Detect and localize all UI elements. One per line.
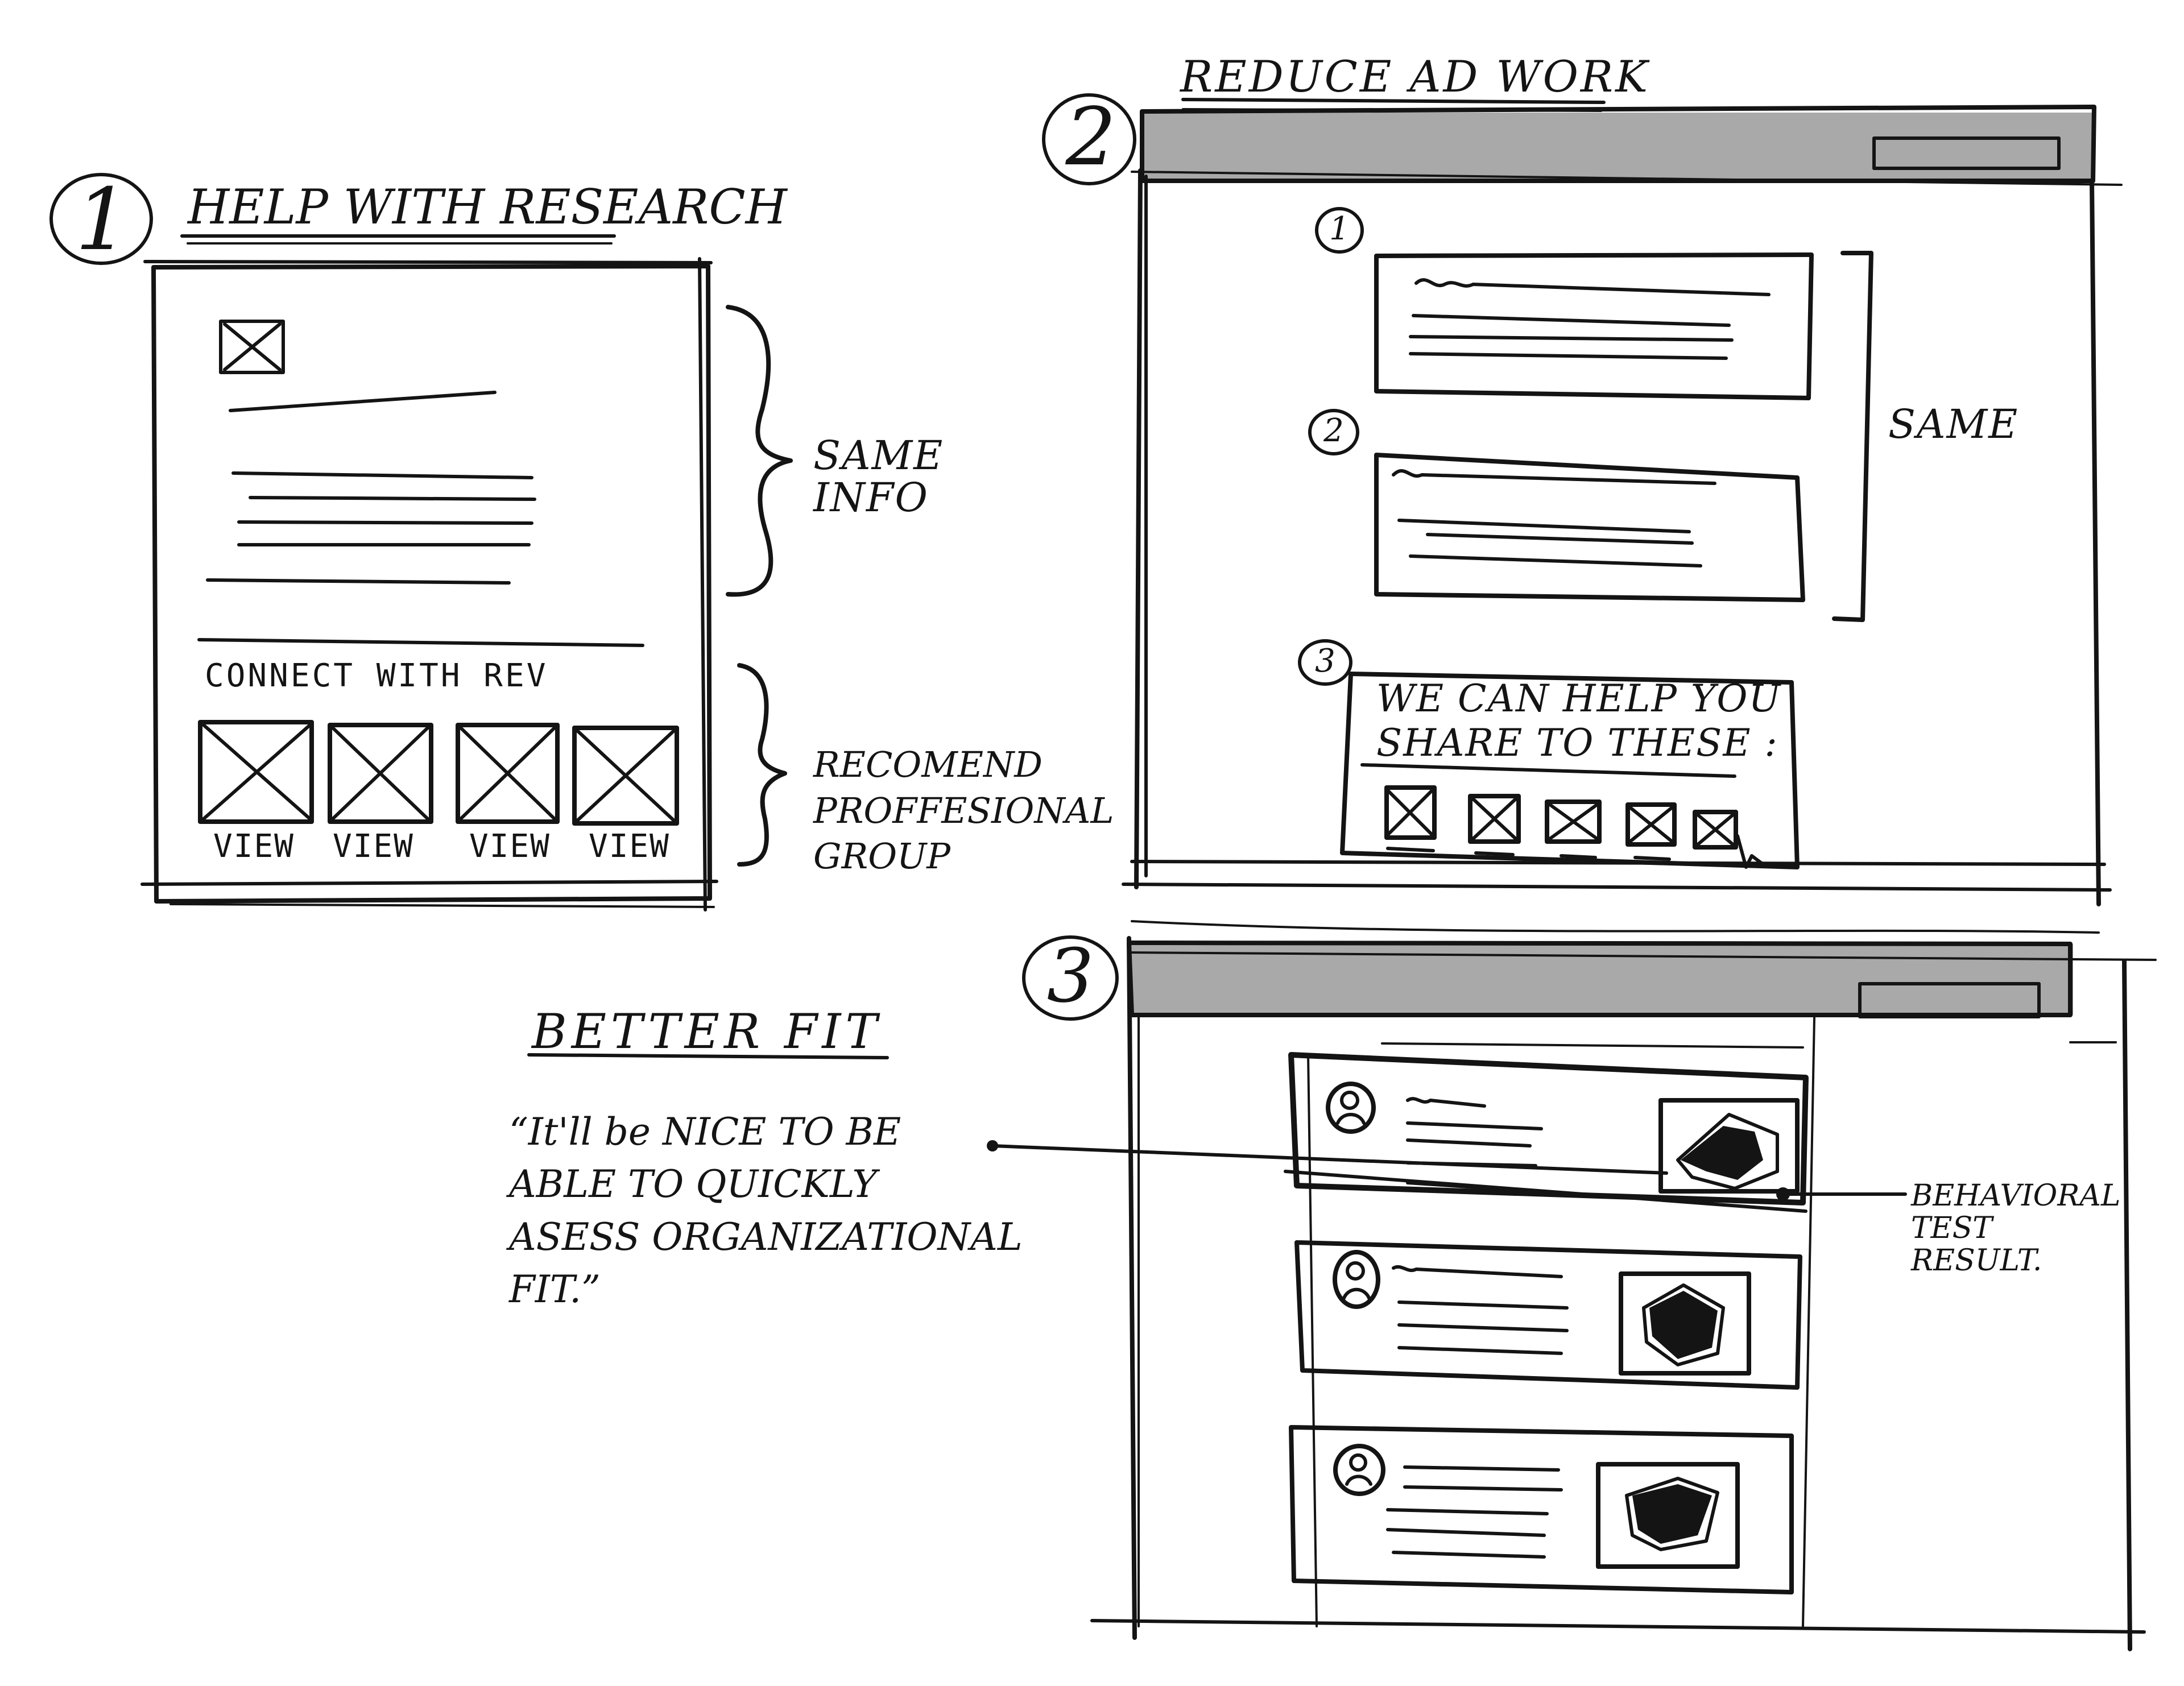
view-label[interactable]: VIEW [213, 828, 295, 865]
behavioral-radar-chart [1619, 1271, 1751, 1376]
view-label[interactable]: VIEW [589, 828, 670, 865]
recommend-brace [737, 663, 787, 867]
avatar-icon [1333, 1444, 1385, 1496]
candidate-card [1289, 1425, 1794, 1594]
sketch-3-desktop-wireframe [987, 935, 2157, 1651]
sketch-2-number: 2 [1065, 91, 1116, 184]
behavioral-radar-chart [1596, 1462, 1740, 1569]
sketch-2-title: REDUCE AD WORK [1180, 51, 1650, 102]
recommend-group-note: RECOMEND PROFFESIONAL GROUP [813, 744, 1114, 877]
share-channel-icon [1693, 810, 1738, 850]
quote-pointer-line [991, 1144, 1668, 1175]
better-fit-heading: BETTER FIT [532, 1004, 882, 1059]
sketch-1-mobile-wireframe [49, 173, 793, 912]
same-info-note: SAME INFO [813, 432, 944, 521]
sketch-3-number-circle [1022, 935, 1119, 1021]
browser-right-edge [2122, 959, 2132, 1651]
better-fit-note [527, 1053, 889, 1059]
sketch-1-number: 1 [75, 171, 130, 270]
card-number-circle [1308, 409, 1359, 455]
card-number: 1 [1329, 210, 1350, 247]
browser-right-edge [2090, 179, 2101, 906]
sketch-1-title: HELP WITH RESEARCH [188, 179, 787, 235]
behavioral-radar-chart [1658, 1098, 1800, 1194]
avatar-icon [1326, 1082, 1376, 1134]
view-label[interactable]: VIEW [469, 828, 551, 865]
content-card [1374, 453, 1805, 602]
better-fit-underline [527, 1053, 889, 1059]
candidate-card [1294, 1240, 1802, 1390]
browser-search-field [1872, 136, 2061, 170]
card-number-circle [1315, 207, 1364, 254]
cursor-pointer-icon [1736, 834, 1765, 869]
content-card [1374, 252, 1814, 400]
group-thumbnail [572, 726, 679, 826]
group-thumbnail [328, 723, 433, 824]
card-number: 2 [1323, 412, 1344, 449]
same-info-brace [726, 305, 793, 597]
text-line [237, 520, 533, 525]
sketch-1-number-circle [49, 173, 153, 265]
sketch-2-desktop-wireframe [1042, 93, 2123, 934]
browser-search-field [1858, 982, 2041, 1018]
text-line [249, 496, 536, 501]
text-line [206, 578, 511, 585]
behavioral-test-note: BEHAVIORAL TEST RESULT. [1911, 1179, 2121, 1278]
share-card [1340, 672, 1800, 869]
text-line [229, 391, 497, 412]
browser-left-edge [1127, 936, 1137, 1640]
share-channel-icon [1468, 794, 1521, 856]
sketch-2-number-circle [1042, 93, 1136, 185]
sketch-3-number: 3 [1046, 933, 1094, 1019]
share-text: WE CAN HELP YOU SHARE TO THESE : [1376, 677, 1782, 765]
browser-left-edge [1134, 168, 1143, 889]
card-number-circle [1298, 639, 1352, 686]
connect-with-rev-label: CONNECT WITH REV [205, 657, 548, 694]
divider-line [197, 638, 644, 647]
share-channel-icon [1625, 802, 1677, 861]
sketch-2-title-underline [1181, 98, 1606, 104]
view-label[interactable]: VIEW [333, 828, 414, 865]
profile-image-placeholder [219, 320, 285, 374]
share-channel-icon [1384, 785, 1437, 852]
candidate-card [1284, 1052, 1809, 1213]
group-thumbnail [198, 720, 314, 824]
same-bracket [1832, 251, 1873, 622]
card-number: 3 [1315, 643, 1335, 680]
share-channel-icon [1545, 799, 1602, 859]
sketch-1-phone-frame [151, 264, 712, 904]
better-fit-quote: “It'll be NICE TO BE ABLE TO QUICKLY ASE… [509, 1110, 1023, 1312]
avatar-icon [1333, 1250, 1380, 1309]
text-line [231, 471, 533, 479]
group-thumbnail [456, 723, 560, 824]
same-note: SAME [1888, 401, 2019, 448]
